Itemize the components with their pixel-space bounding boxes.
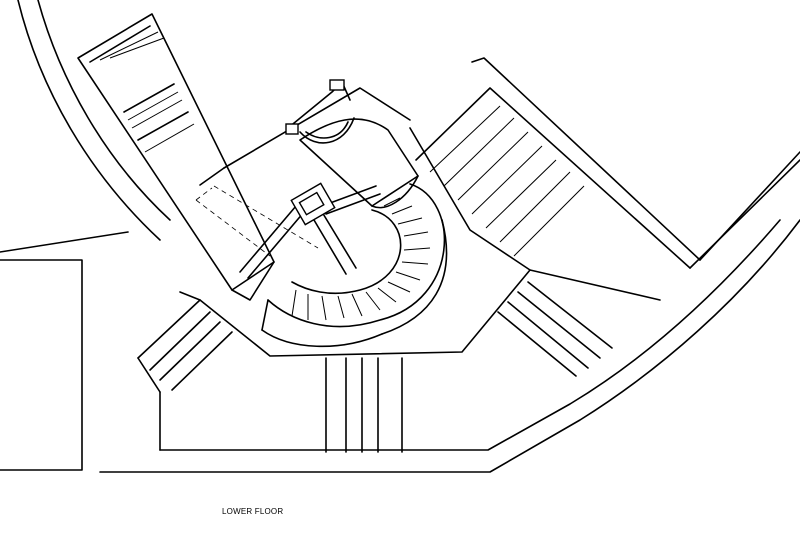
hidden-lines (195, 185, 319, 257)
outer-curved-wall (17, 0, 171, 241)
slide-tube-upper (299, 118, 419, 209)
platform (179, 87, 531, 357)
center-bottom-stairs (325, 357, 403, 453)
left-room (0, 231, 129, 471)
left-lower-stairs (137, 299, 233, 393)
right-ramp (497, 269, 661, 377)
slide-support-frame (239, 182, 381, 279)
lower-outer-walls (99, 219, 800, 473)
slide-spiral (261, 183, 448, 348)
slide-straight-run (77, 13, 275, 301)
drawing-caption: LOWER FLOOR (222, 507, 284, 516)
right-walls (415, 57, 800, 269)
